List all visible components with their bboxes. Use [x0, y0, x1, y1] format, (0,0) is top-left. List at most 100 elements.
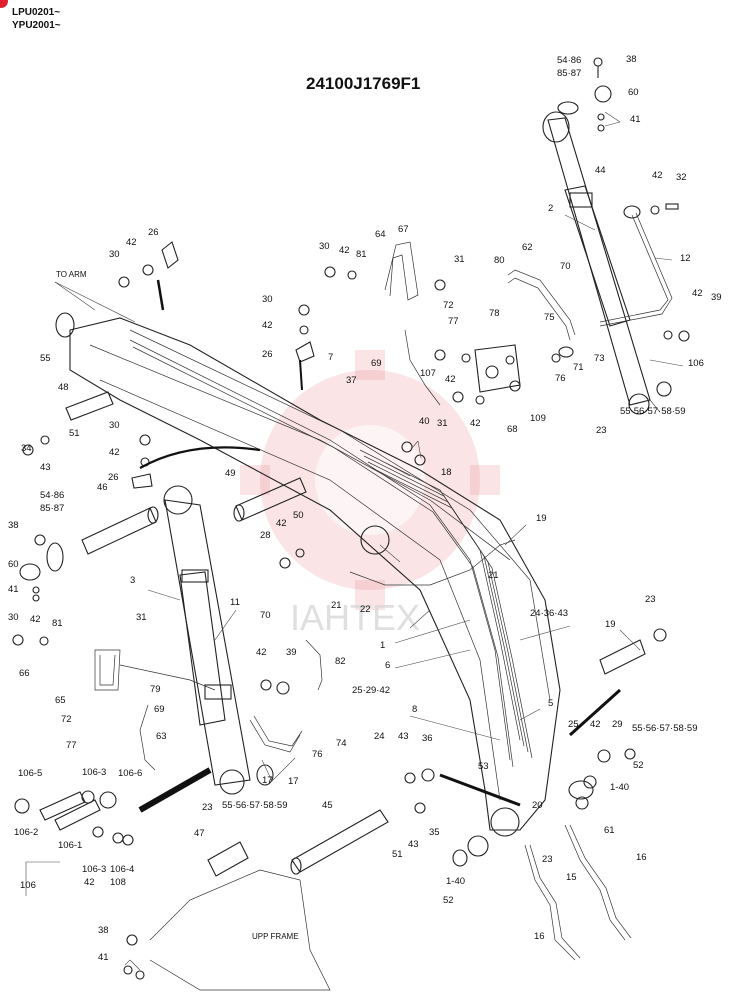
callout-label: 25	[568, 719, 579, 730]
pin-48	[65, 391, 114, 421]
callout-label: 81	[52, 618, 63, 629]
callout-label: 21	[488, 570, 499, 581]
callout-label: 47	[194, 828, 205, 839]
callout-label: 85·87	[40, 503, 64, 514]
callout-label: 29	[612, 719, 623, 730]
callout-label: 76	[555, 373, 566, 384]
callout-label: 8	[412, 704, 417, 715]
arrow-stroke-4	[439, 773, 521, 807]
callout-label: 106	[20, 880, 36, 891]
control-valve-68	[474, 344, 521, 393]
callout-label: 23	[202, 802, 213, 813]
callout-label: 42	[445, 374, 456, 385]
callout-label: 106-2	[14, 827, 38, 838]
callout-label: 52	[443, 895, 454, 906]
callout-label: 39	[711, 292, 722, 303]
callout-label: 109	[530, 413, 546, 424]
watermark-text: IAHTEX	[290, 597, 420, 638]
callout-label: 24	[374, 731, 385, 742]
callout-label: 73	[594, 353, 605, 364]
callout-label: 55·56·57·58·59	[222, 800, 288, 811]
callout-label: 42	[262, 320, 273, 331]
callout-label: 82	[335, 656, 346, 667]
serial-range-line-1: LPU0201~	[12, 7, 61, 18]
callout-label: 52	[633, 760, 644, 771]
callout-label: 34	[21, 443, 32, 454]
hose-69-upper	[404, 329, 441, 406]
callout-label: 74	[336, 738, 347, 749]
callout-label: 36	[422, 733, 433, 744]
callout-label: 72	[443, 300, 454, 311]
bracket-106	[14, 790, 124, 844]
callout-label: 61	[604, 825, 615, 836]
hose-70	[305, 639, 323, 691]
callout-label: 30	[8, 612, 19, 623]
arrow-stroke-2	[138, 767, 212, 813]
pin-45	[290, 809, 389, 875]
callout-label: 42	[84, 877, 95, 888]
callout-label: 42	[30, 614, 41, 625]
callout-label: 68	[507, 424, 518, 435]
callout-label: 42	[109, 447, 120, 458]
callout-label: 19	[605, 619, 616, 630]
callout-label: 50	[293, 510, 304, 521]
callout-label: 11	[230, 597, 240, 608]
callout-label: 38	[98, 925, 109, 936]
callout-label: 18	[441, 467, 452, 478]
callout-label: 107	[420, 368, 436, 379]
serial-range-line-2: YPU2001~	[12, 20, 61, 31]
callout-label: 25·29·42	[352, 685, 390, 696]
callout-label: 55·56·57·58·59	[620, 406, 686, 417]
callout-label: 42	[339, 245, 350, 256]
callout-label: 38	[8, 520, 19, 531]
callout-label: 42	[470, 418, 481, 429]
callout-label: 45	[322, 800, 333, 811]
callout-label: 71	[573, 362, 584, 373]
callout-label: 32	[676, 172, 687, 183]
callout-label: 2	[548, 203, 553, 214]
callout-label: 23	[542, 854, 553, 865]
callout-label: 70	[560, 261, 571, 272]
callout-label: 106-6	[118, 768, 142, 779]
callout-label: 28	[260, 530, 271, 541]
callout-label: 49	[225, 468, 236, 479]
callout-label: 24·36·43	[530, 608, 568, 619]
callout-label: 78	[489, 308, 500, 319]
fasteners	[12, 57, 690, 980]
pin-49	[233, 477, 307, 522]
callout-label: 63	[156, 731, 167, 742]
callout-label: 106-1	[58, 840, 82, 851]
callout-label: 65	[55, 695, 66, 706]
callout-label: 106-5	[18, 768, 42, 779]
callout-label: 42	[590, 719, 601, 730]
callout-label: 51	[69, 428, 80, 439]
callout-label: 106-3	[82, 864, 106, 875]
callout-label: 81	[356, 249, 367, 260]
callout-label: 72	[61, 714, 72, 725]
callout-label: 42	[126, 237, 137, 248]
callout-label: 42	[692, 288, 703, 299]
tube-64-67	[384, 241, 419, 301]
callout-label: 42	[276, 518, 287, 529]
callout-label: 55·56·57·58·59	[632, 723, 698, 734]
to-arm-label: TO ARM	[56, 270, 87, 279]
callout-label: 39	[286, 647, 297, 658]
callout-label: 6	[385, 660, 390, 671]
callout-label: 62	[522, 242, 533, 253]
callout-label: 54·86	[40, 490, 64, 501]
callout-label: 17	[262, 775, 273, 786]
to-arm-leader-2	[54, 281, 96, 311]
pin-46	[81, 506, 159, 555]
pipe-12	[599, 212, 673, 327]
callout-label: 20	[532, 800, 543, 811]
callout-label: 106	[688, 358, 704, 369]
corner-marker	[0, 0, 8, 8]
pipe-62	[507, 269, 576, 341]
arrow-stroke-1	[139, 446, 261, 469]
callout-label: 31	[136, 612, 147, 623]
callout-label: 67	[398, 224, 409, 235]
callout-label: 1-40	[446, 876, 465, 887]
callout-label: 60	[8, 559, 19, 570]
